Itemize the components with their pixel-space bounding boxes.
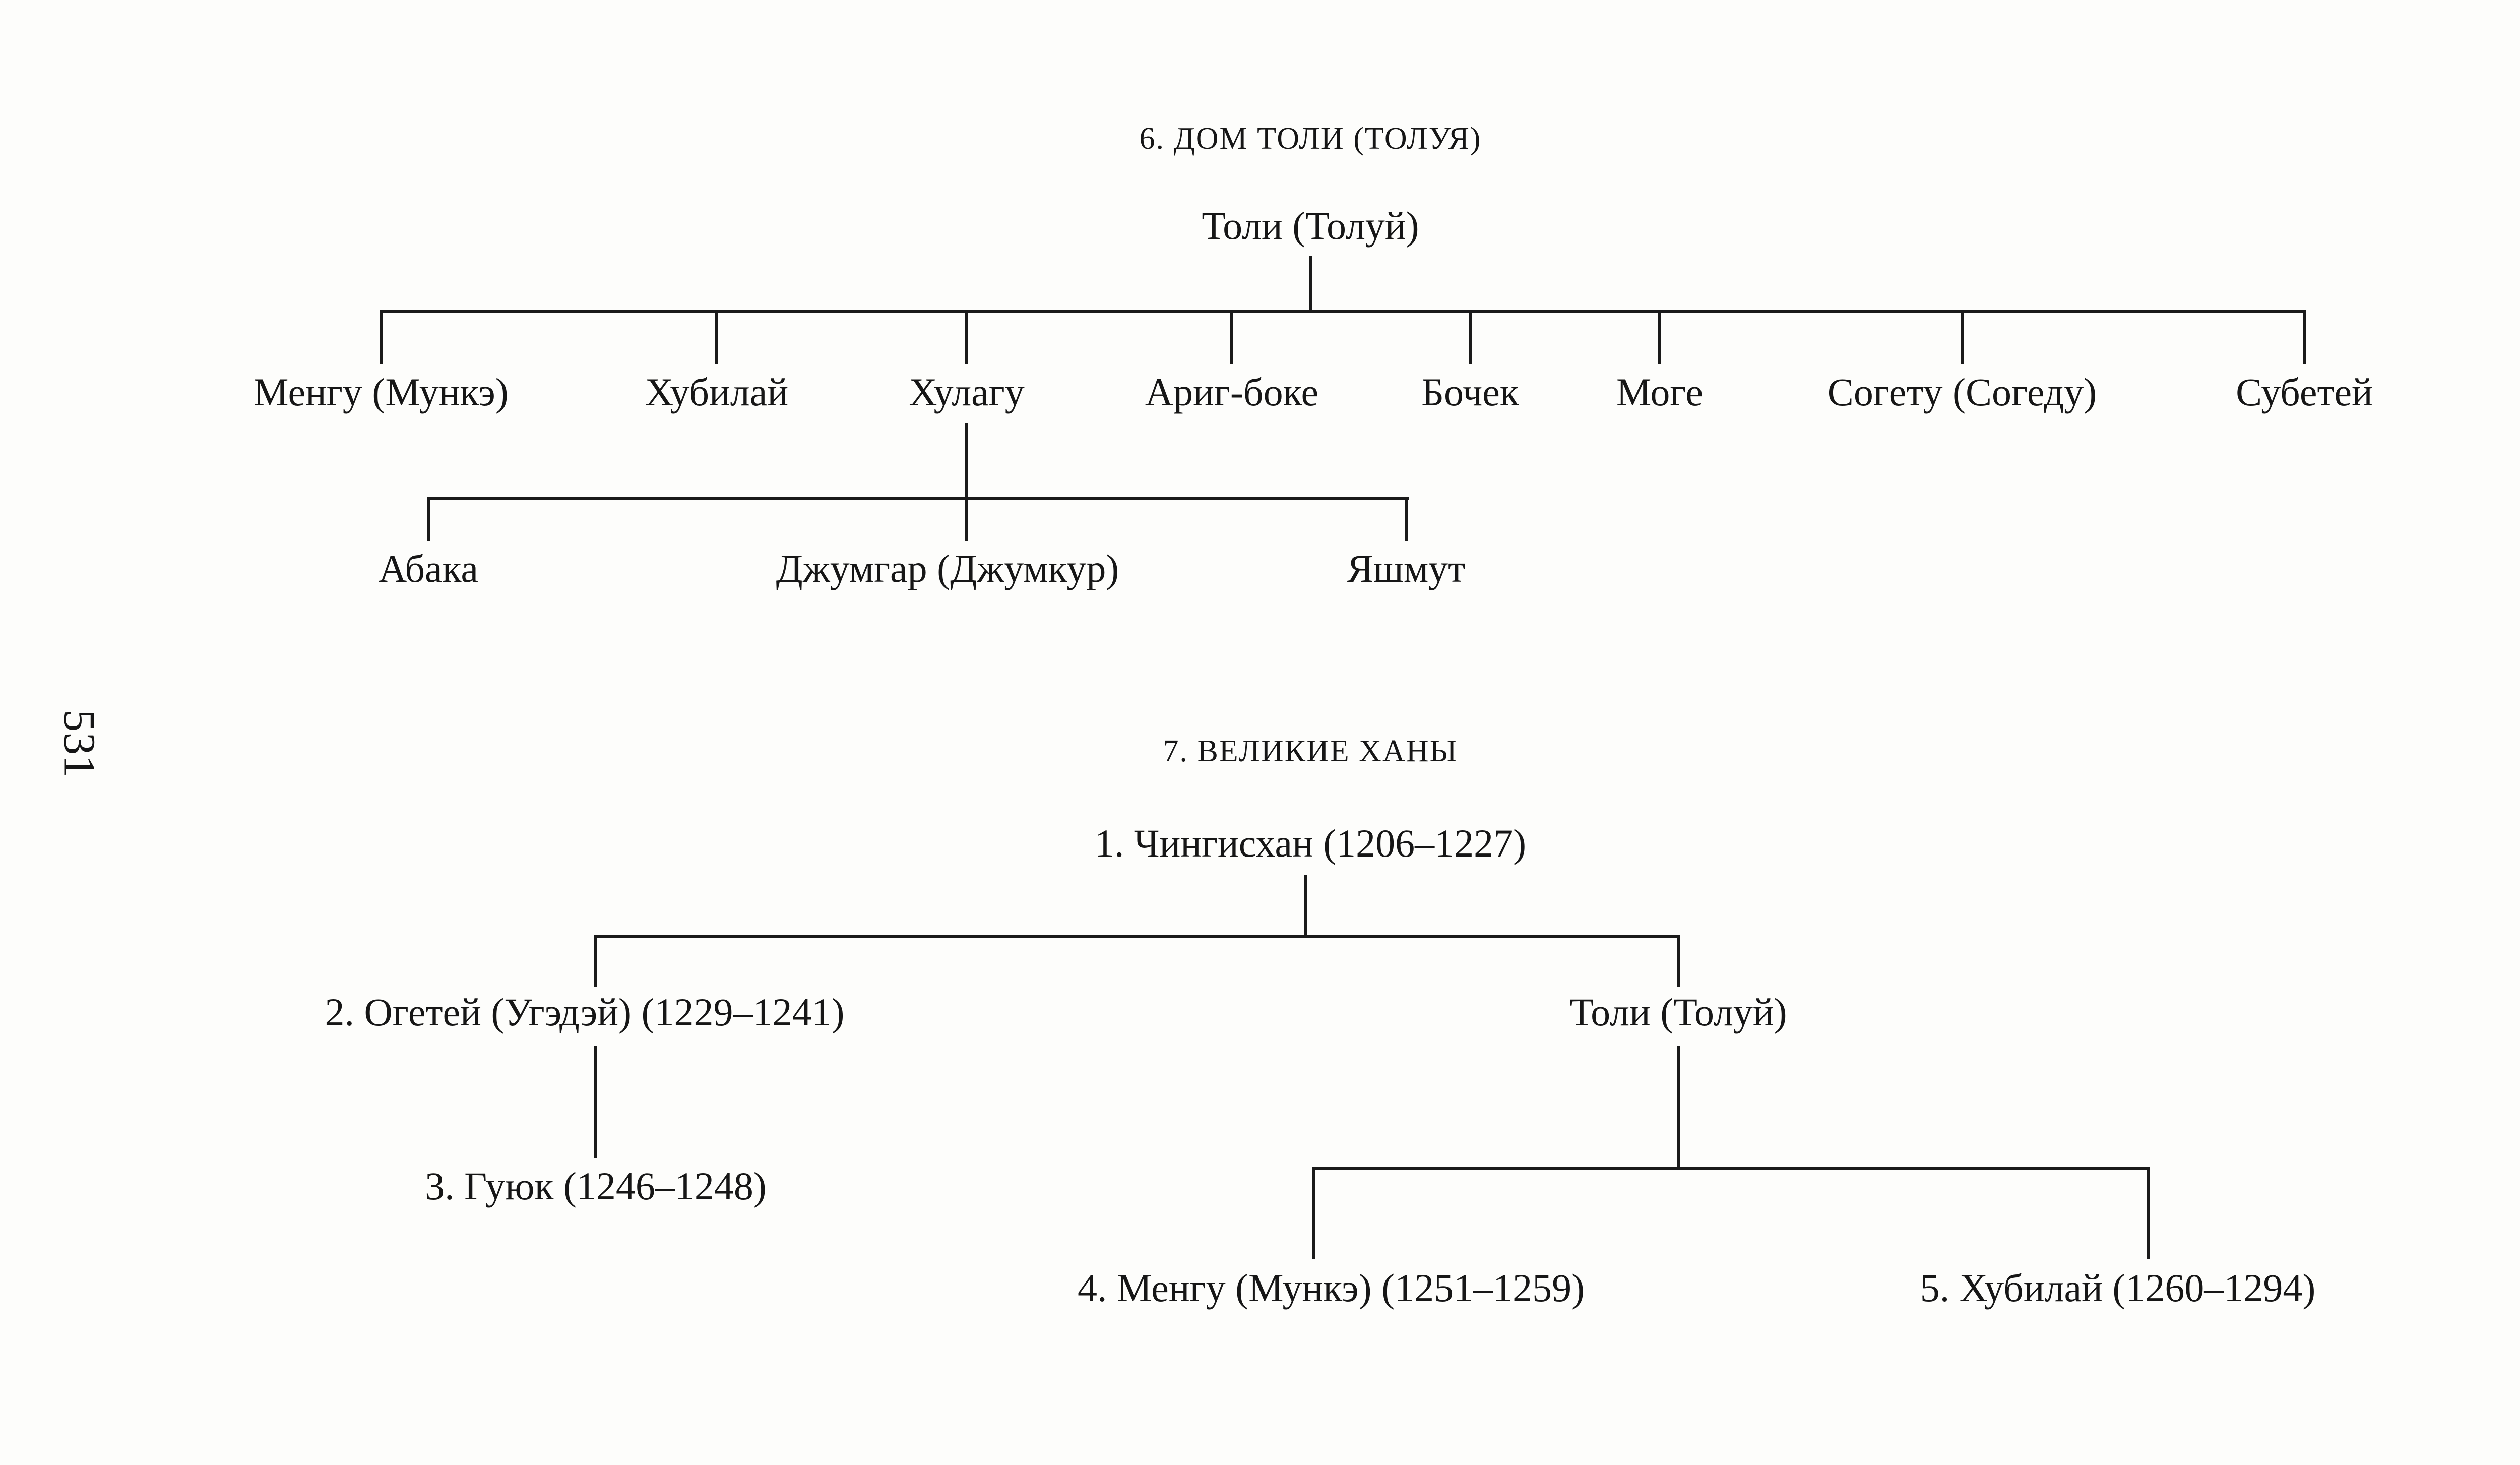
- tree1-child-hulagu: Хулагу: [909, 370, 1025, 414]
- tree2-root-connector: [1304, 875, 1307, 938]
- tree2-tolui-drop-1: [1312, 1167, 1315, 1259]
- tree1-hulagu-drop-3: [1405, 497, 1408, 541]
- tree1-child-arigboke: Ариг-боке: [1145, 370, 1319, 414]
- tree1-child-mengu: Менгу (Мункэ): [254, 370, 509, 414]
- tree1-grandchild-dzhumgar: Джумгар (Джумкур): [776, 546, 1119, 590]
- tree2-root: 1. Чингисхан (1206–1227): [1094, 821, 1527, 865]
- tree1-child-khubilai: Хубилай: [645, 370, 789, 414]
- tree2-child-tolui: Толи (Толуй): [1569, 990, 1787, 1034]
- tree1-title: 6. ДОМ ТОЛИ (ТОЛУЯ): [1139, 121, 1482, 156]
- tree1-root: Толи (Толуй): [1202, 204, 1419, 248]
- tree1-drop-1: [380, 310, 383, 364]
- tree1-drop-2: [715, 310, 718, 364]
- tree1-child-sogetu: Согету (Согеду): [1827, 370, 2097, 414]
- page-number: 531: [54, 709, 104, 778]
- tree1-drop-4: [1230, 310, 1233, 364]
- tree2-grandchild-khubilai: 5. Хубилай (1260–1294): [1920, 1266, 2316, 1310]
- tree2-sibling-rail: [594, 935, 1680, 938]
- tree1-hulagu-drop-1: [427, 497, 430, 541]
- tree1-hulagu-drop-2: [965, 497, 968, 541]
- tree1-hulagu-rail: [427, 497, 1409, 500]
- tree1-drop-7: [1961, 310, 1964, 364]
- tree2-child-ogetei: 2. Огетей (Угэдэй) (1229–1241): [325, 990, 845, 1034]
- running-title: ИСТОРИЯ ЗАВОЕВАТЕЛЯ МИРА: [2512, 404, 2520, 1080]
- tree1-hulagu-connector: [965, 423, 968, 499]
- tree1-root-connector: [1309, 256, 1312, 312]
- tree2-grandchild-guyuk: 3. Гуюк (1246–1248): [425, 1164, 767, 1208]
- tree1-drop-3: [965, 310, 968, 364]
- tree2-tolui-drop-2: [2147, 1167, 2150, 1259]
- tree1-child-subetei: Субетей: [2236, 370, 2373, 414]
- tree2-title: 7. ВЕЛИКИЕ ХАНЫ: [1163, 734, 1458, 768]
- tree1-drop-8: [2303, 310, 2306, 364]
- tree2-tolui-rail: [1312, 1167, 2150, 1170]
- tree1-drop-5: [1469, 310, 1472, 364]
- tree1-drop-6: [1658, 310, 1661, 364]
- tree1-sibling-rail: [380, 310, 2306, 313]
- tree2-grandchild-mengu: 4. Менгу (Мункэ) (1251–1259): [1077, 1266, 1585, 1310]
- tree1-child-bochek: Бочек: [1421, 370, 1519, 414]
- tree1-grandchild-abaka: Абака: [378, 546, 479, 590]
- tree1-grandchild-yashmut: Яшмут: [1347, 546, 1466, 590]
- tree2-drop-1: [594, 935, 597, 987]
- tree2-drop-2: [1677, 935, 1680, 987]
- tree2-ogetei-connector: [594, 1046, 597, 1158]
- tree1-child-moge: Моге: [1616, 370, 1703, 414]
- tree2-tolui-connector: [1677, 1046, 1680, 1170]
